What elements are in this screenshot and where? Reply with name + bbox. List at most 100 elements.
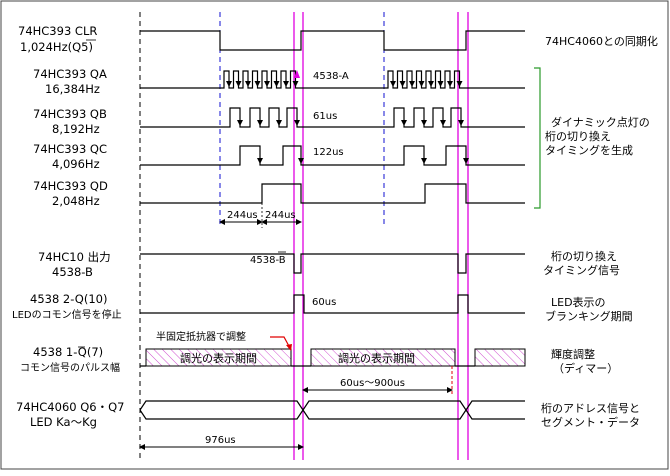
qa-edge-arrow	[447, 81, 453, 87]
qa-edge-arrow	[292, 81, 299, 87]
clr-label-2: 1,024Hz(Q5)	[20, 40, 93, 54]
q2-label-2: LEDのコモン信号を停止	[12, 308, 122, 321]
group-note-1: ダイナミック点灯の	[551, 115, 650, 129]
addr-note-1: 桁のアドレス信号と	[541, 401, 640, 415]
qa-edge-arrow	[409, 81, 415, 87]
qa-edge-arrow	[428, 81, 434, 87]
dim-244-label-a: 244us	[227, 210, 258, 221]
group-bracket	[534, 67, 541, 209]
sync-note: 74HC4060との同期化	[545, 34, 658, 48]
hc10-note-1: 桁の切り換え	[551, 249, 617, 263]
resistor-arrow-line	[270, 336, 291, 349]
qb-edge-arrow	[401, 120, 407, 126]
qa-trigger-arrow	[294, 70, 300, 78]
qa-edge-arrow	[437, 81, 444, 87]
qc-edge-arrow	[421, 158, 427, 164]
qa-edge-arrow	[264, 81, 270, 87]
dim-244: 244us 244us	[219, 203, 302, 228]
qd-label-2: 2,048Hz	[52, 194, 100, 208]
dim-period: 976us	[139, 435, 304, 450]
qa-edge-arrow	[254, 81, 261, 87]
qa-edge-arrow	[456, 81, 463, 87]
qa-wave	[140, 70, 525, 89]
qa-tag: 4538-A	[313, 71, 349, 82]
dimming-wave: 調光の表示期間 調光の表示期間	[140, 348, 526, 367]
qa-edge-arrow	[390, 81, 396, 87]
q2-label-1: 4538 2-Q(10)	[30, 292, 107, 306]
q2-wave	[140, 294, 525, 314]
qd-label-1: 74HC393 QD	[33, 179, 108, 193]
qc-tag: 122us	[313, 147, 344, 158]
qc-edge-arrow	[298, 158, 304, 164]
dim-244-label-b: 244us	[265, 210, 296, 221]
qb-edge-arrow	[440, 120, 446, 126]
signal-labels: 74HC393 CLR 1,024Hz(Q5) 74HC393 QA 16,38…	[12, 24, 124, 429]
qc-edge-arrow	[463, 158, 469, 164]
clr-wave	[140, 30, 525, 51]
qa-edge-arrow	[273, 81, 280, 87]
blank-note-2: ブランキング期間	[545, 309, 633, 323]
bus-top	[139, 400, 525, 412]
hc10-wave	[140, 253, 525, 274]
blank-note-1: LED表示の	[551, 295, 606, 309]
qb-edge-arrows	[237, 120, 464, 126]
qa-edge-arrows	[226, 81, 463, 87]
dim-range: 60us～900us	[302, 366, 453, 396]
qb-edge-arrow	[237, 120, 243, 126]
qa-edge-arrow	[418, 81, 425, 87]
dim-pulse-1	[145, 348, 292, 367]
group-note-2: 桁の切り換え	[545, 129, 611, 143]
qa-label-2: 16,384Hz	[45, 82, 100, 96]
addr-label-2: LED Ka～Kg	[30, 415, 97, 429]
qc-label-2: 4,096Hz	[52, 157, 100, 171]
qa-label-1: 74HC393 QA	[33, 67, 107, 81]
dimmer-note-1: 輝度調整	[551, 347, 595, 361]
address-bus-wave	[139, 400, 525, 420]
qc-wave	[140, 145, 525, 166]
dim-range-label: 60us～900us	[340, 378, 405, 389]
qa-edge-arrow	[226, 81, 232, 87]
right-notes: 74HC4060との同期化 ダイナミック点灯の 桁の切り換え タイミングを生成 …	[541, 34, 658, 429]
dimmer-note-2: （ディマー）	[553, 361, 618, 375]
qb-edge-arrow	[257, 120, 263, 126]
dim-period-label-1: 調光の表示期間	[180, 351, 257, 365]
qb-edge-arrow	[276, 120, 282, 126]
dim-pulse-2	[310, 348, 456, 367]
qd-wave	[140, 183, 525, 204]
qa-edge-arrow	[245, 81, 251, 87]
qb-edge-arrow	[458, 120, 464, 126]
dim-pulse-3	[474, 348, 526, 367]
q1-label-1: 4538 1-Q(7)	[33, 345, 103, 359]
bus-bottom	[139, 408, 525, 420]
qc-edge-arrows	[257, 158, 469, 164]
qb-edge-arrow	[294, 120, 300, 126]
qa-edge-arrow	[235, 81, 242, 87]
qa-edge-arrow	[399, 81, 406, 87]
clr-label-1: 74HC393 CLR	[18, 24, 97, 38]
resistor-note: 半固定抵抗器で調整	[156, 330, 246, 343]
qc-label-1: 74HC393 QC	[33, 142, 107, 156]
hc10-label-2: 4538-B	[52, 265, 93, 279]
qc-edge-arrow	[257, 158, 263, 164]
addr-label-1: 74HC4060 Q6・Q7	[16, 400, 124, 414]
qb-wave	[140, 107, 525, 128]
hc10-note-2: タイミング信号	[543, 263, 620, 277]
qb-label-2: 8,192Hz	[52, 122, 100, 136]
dim-period-label: 976us	[205, 435, 236, 446]
hc10-label-1: 74HC10 出力	[38, 250, 111, 264]
group-note-3: タイミングを生成	[545, 143, 633, 157]
dim-period-label-2: 調光の表示期間	[338, 351, 415, 365]
hc10-tag: 4538-B	[250, 255, 286, 266]
qb-tag: 61us	[313, 111, 337, 122]
qa-edge-arrow	[283, 81, 289, 87]
qb-edge-arrow	[421, 120, 427, 126]
q1-label-2: コモン信号のパルス幅	[20, 361, 120, 374]
resistor-arrow-head	[286, 344, 292, 351]
q2-tag: 60us	[312, 297, 336, 308]
waveforms	[140, 30, 525, 314]
addr-note-2: セグメント・データ	[541, 415, 640, 429]
qb-label-1: 74HC393 QB	[33, 107, 107, 121]
